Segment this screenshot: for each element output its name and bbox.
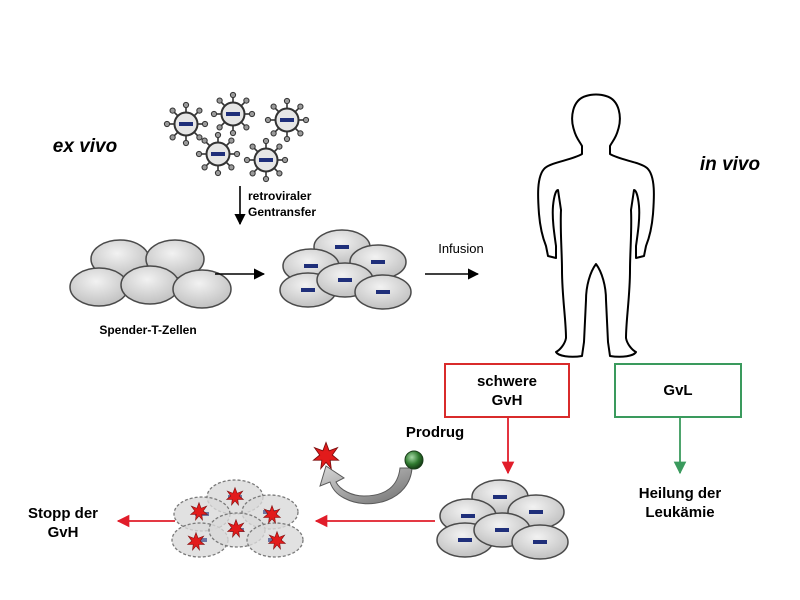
- gene-transfer-label: retroviraler Gentransfer: [248, 189, 317, 219]
- in-vivo-label: in vivo: [699, 154, 761, 175]
- human-silhouette: [537, 93, 655, 358]
- alloreactive-cell-cluster: [436, 479, 569, 560]
- retrovirus-group: [163, 91, 310, 183]
- donor-cells-label: Spender-T-Zellen: [99, 323, 197, 337]
- infusion-label: Infusion: [438, 241, 484, 256]
- gvl-text: GvL: [663, 382, 693, 399]
- severe-gvh-box: schwere GvH: [444, 363, 570, 418]
- gvl-box: GvL: [614, 363, 742, 418]
- retrovirus-particle: [210, 91, 256, 137]
- prodrug-conversion-arrow: [319, 465, 413, 505]
- toxic-drug-explosion: [312, 441, 340, 470]
- retrovirus-particle: [243, 137, 289, 183]
- retrovirus-particle: [195, 131, 241, 177]
- severe-gvh-text: schwere GvH: [476, 372, 538, 409]
- prodrug-label: Prodrug: [405, 424, 465, 441]
- ex-vivo-label: ex vivo: [52, 136, 118, 157]
- donor-cell-cluster: [69, 239, 232, 309]
- retrovirus-particle: [264, 97, 310, 143]
- eliminated-cell-cluster: [171, 479, 304, 558]
- stop-gvh-label: Stopp der GvH: [28, 505, 98, 541]
- retrovirus-particle: [163, 101, 209, 147]
- modified-cell-cluster: [279, 229, 412, 310]
- prodrug-sphere: [404, 450, 424, 470]
- cure-leukemia-label: Heilung der Leukämie: [638, 485, 722, 521]
